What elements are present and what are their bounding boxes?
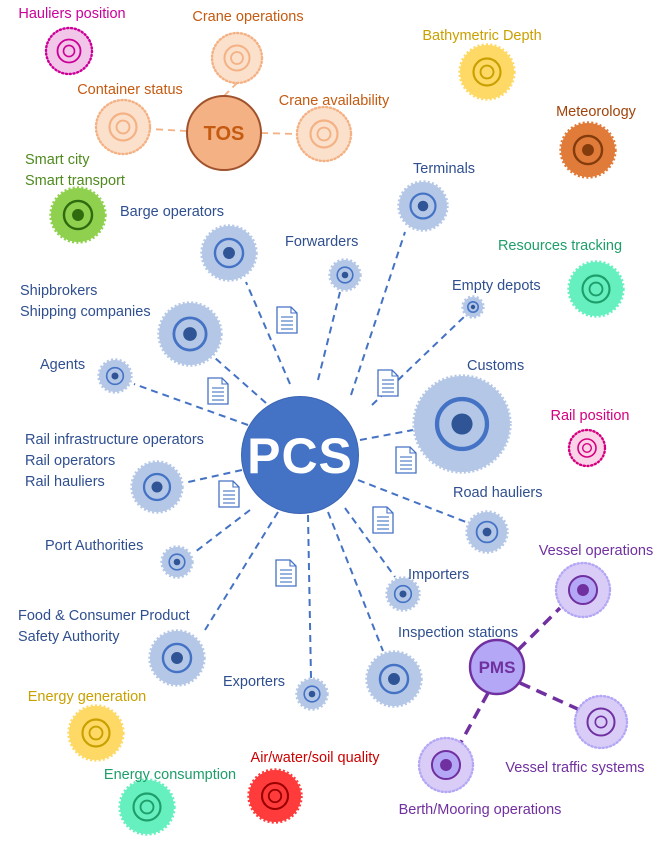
node-agents (97, 358, 133, 394)
label-terminals: Terminals (413, 161, 475, 177)
document-icon (276, 306, 298, 334)
connector-line (350, 231, 406, 396)
node-road-hauliers (465, 510, 509, 554)
label-berth-mooring-operations: Berth/Mooring operations (399, 802, 562, 818)
connector-line (149, 128, 188, 132)
node-energy-generation (67, 704, 125, 762)
connector-line (357, 479, 467, 523)
connector-line (194, 509, 251, 553)
connector-line (133, 383, 249, 426)
connector-line (371, 314, 467, 406)
label-vessel-traffic-systems: Vessel traffic systems (505, 760, 644, 776)
node-food-consumer-product-safety-authority (148, 629, 206, 687)
label-customs: Customs (467, 358, 524, 374)
node-forwarders (328, 258, 362, 292)
node-barge-operators (200, 224, 258, 282)
node-vessel-operations (554, 561, 612, 619)
label-meteorology: Meteorology (556, 104, 637, 120)
connector-line (307, 514, 312, 679)
connector-line (458, 692, 490, 745)
label-bathymetric-depth: Bathymetric Depth (422, 28, 541, 44)
connector-line (344, 507, 396, 578)
label-resources-tracking: Resources tracking (498, 238, 622, 254)
connector-line (245, 281, 291, 385)
node-berth-mooring-operations (417, 736, 475, 794)
connector-line (516, 606, 562, 652)
node-crane-availability (295, 105, 353, 163)
document-icon (275, 559, 297, 587)
connector-line (223, 82, 238, 97)
node-crane-operations (210, 31, 264, 85)
document-icon (218, 480, 240, 508)
label-crane-operations: Crane operations (192, 9, 303, 25)
label-vessel-operations: Vessel operations (539, 543, 653, 559)
label-agents: Agents (40, 357, 85, 373)
label-air-water-soil-quality: Air/water/soil quality (251, 750, 381, 766)
node-resources-tracking (567, 260, 625, 318)
pms-hub (468, 638, 526, 696)
label-port-authorities: Port Authorities (45, 538, 143, 554)
pcs-hub (241, 396, 359, 514)
pms-label: PMS (479, 658, 516, 677)
node-shipbrokers-shipping-companies (157, 301, 223, 367)
label-rail-position: Rail position (551, 408, 630, 424)
connector-line (327, 511, 384, 652)
connector-line (183, 469, 243, 484)
node-smart-city-smart-transport (49, 186, 107, 244)
connector-line (260, 132, 298, 135)
node-rail-infrastructure-operators-rail-operators-rail-hauliers (130, 460, 184, 514)
document-icon (372, 506, 394, 534)
node-terminals (397, 180, 449, 232)
pcs-label: PCS (247, 428, 353, 484)
node-hauliers-position (44, 26, 94, 76)
label-crane-availability: Crane availability (279, 93, 390, 109)
label-hauliers-position: Hauliers position (18, 6, 125, 22)
node-bathymetric-depth (458, 43, 516, 101)
label-inspection-stations: Inspection stations (398, 625, 518, 641)
node-empty-depots (461, 295, 485, 319)
label-energy-generation: Energy generation (28, 689, 147, 705)
label-importers: Importers (408, 567, 469, 583)
node-vessel-traffic-systems (573, 694, 629, 750)
node-energy-consumption (118, 778, 176, 836)
tos-hub (186, 95, 262, 171)
connector-line (204, 511, 279, 631)
document-icon (395, 446, 417, 474)
node-container-status (94, 98, 152, 156)
tos-label: TOS (204, 123, 245, 145)
connector-line (359, 429, 414, 441)
node-port-authorities (160, 545, 194, 579)
label-energy-consumption: Energy consumption (104, 767, 236, 783)
node-rail-position (567, 428, 607, 468)
label-road-hauliers: Road hauliers (453, 485, 542, 501)
label-empty-depots: Empty depots (452, 278, 541, 294)
node-exporters (295, 677, 329, 711)
label-forwarders: Forwarders (285, 234, 358, 250)
label-barge-operators: Barge operators (120, 204, 224, 220)
node-air-water-soil-quality (247, 768, 303, 824)
document-icon (377, 369, 399, 397)
node-customs (412, 374, 512, 474)
label-exporters: Exporters (223, 674, 285, 690)
document-icon (207, 377, 229, 405)
connector-line (317, 291, 341, 381)
node-inspection-stations (365, 650, 423, 708)
node-meteorology (559, 121, 617, 179)
connector-line (519, 681, 581, 712)
label-container-status: Container status (77, 82, 183, 98)
node-importers (385, 576, 421, 612)
